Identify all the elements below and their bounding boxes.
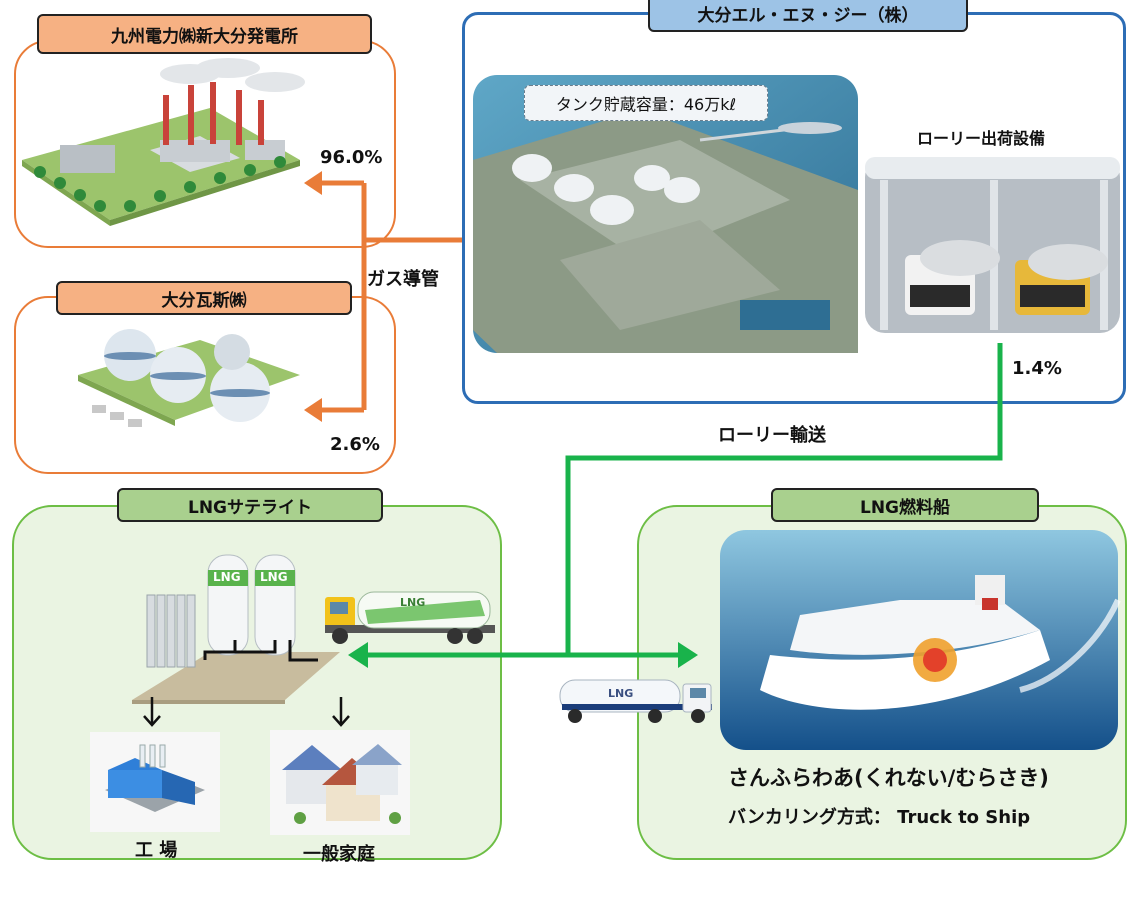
houses-illustration — [270, 730, 410, 835]
middle-truck-text: LNG — [608, 687, 634, 700]
arrow-to-ship — [678, 642, 698, 668]
orange-pipeline-lines — [318, 180, 462, 413]
ship-name-label: さんふらわあ(くれない/むらさき) — [728, 766, 1049, 790]
oita-lng-title-text: 大分エル・エヌ・ジー（株） — [697, 5, 919, 26]
kyushu-percent: 96.0% — [320, 147, 383, 168]
oita-lng-title: 大分エル・エヌ・ジー（株） — [648, 0, 968, 32]
kyushu-plant-title: 九州電力㈱新大分発電所 — [37, 14, 372, 54]
oita-gas-title: 大分瓦斯㈱ — [56, 281, 352, 315]
lorry-facility-photo — [865, 157, 1120, 333]
tank-capacity-label: タンク貯蔵容量：46万kℓ — [524, 85, 768, 121]
satellite-tank-text-1: LNG — [213, 570, 241, 584]
power-plant-illustration — [22, 58, 305, 226]
satellite-illustration — [132, 554, 495, 704]
lorry-facility-label: ローリー出荷設備 — [917, 129, 1046, 148]
tank-capacity-text: タンク貯蔵容量：46万kℓ — [555, 95, 737, 114]
oita-gas-title-text: 大分瓦斯㈱ — [161, 290, 247, 311]
satellite-truck-text: LNG — [400, 596, 426, 609]
middle-lorry-illustration — [559, 679, 712, 723]
green-lorry-lines — [362, 343, 1003, 658]
down-arrow-factory-icon — [143, 697, 161, 727]
arrow-to-oita-gas — [304, 398, 322, 422]
fuel-ship-title-text: LNG燃料船 — [859, 497, 950, 518]
satellite-title: LNGサテライト — [117, 488, 383, 522]
pipeline-label: ガス導管 — [367, 269, 439, 290]
satellite-title-text: LNGサテライト — [187, 497, 312, 518]
factory-label: 工 場 — [135, 840, 178, 861]
gas-holder-illustration — [78, 329, 300, 427]
fuel-ship-title: LNG燃料船 — [771, 488, 1039, 522]
down-arrow-household-icon — [332, 697, 350, 727]
factory-illustration — [90, 732, 220, 832]
household-label: 一般家庭 — [303, 844, 375, 865]
bunkering-method-label: バンカリング方式： Truck to Ship — [728, 807, 1031, 828]
oita-gas-percent: 2.6% — [330, 434, 380, 455]
ferry-photo — [720, 530, 1121, 750]
satellite-tank-text-2: LNG — [260, 570, 288, 584]
lorry-transport-label: ローリー輸送 — [718, 425, 826, 446]
arrow-to-kyushu — [304, 171, 322, 195]
kyushu-plant-title-text: 九州電力㈱新大分発電所 — [111, 26, 298, 47]
arrow-to-satellite — [348, 642, 368, 668]
lng-terminal-photo — [473, 75, 858, 353]
lorry-percent: 1.4% — [1012, 358, 1062, 379]
